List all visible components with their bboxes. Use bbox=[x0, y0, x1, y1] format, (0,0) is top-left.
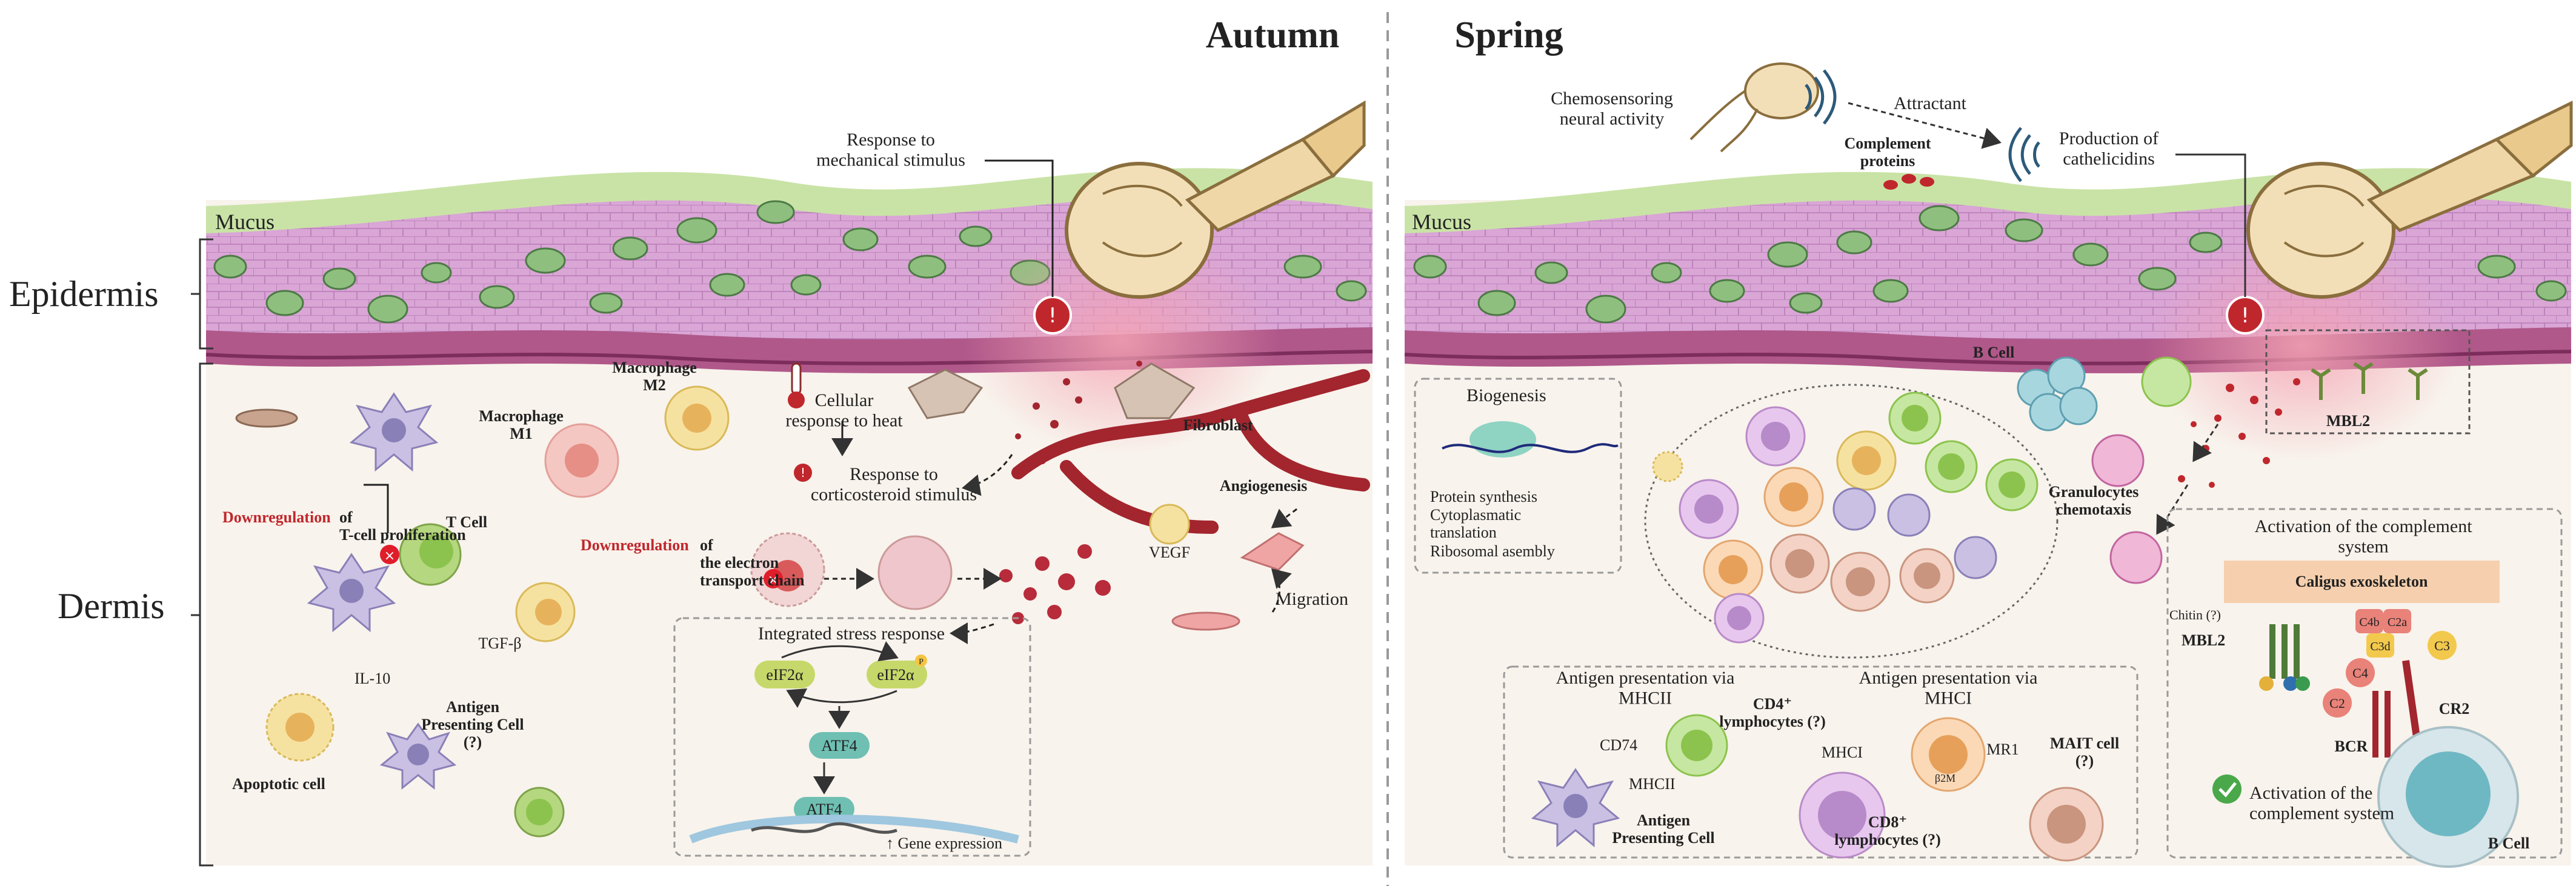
c3d-label: C3d bbox=[2370, 640, 2390, 653]
isr-title: Integrated stress response bbox=[758, 624, 945, 644]
sea-louse-icon bbox=[1065, 100, 1366, 299]
c2-label: C2 bbox=[2329, 696, 2345, 711]
svg-text:!: ! bbox=[1048, 304, 1057, 328]
biogenesis-item-3: Ribosomal asembly bbox=[1430, 542, 1555, 560]
bcell-cluster bbox=[2017, 356, 2192, 584]
etc-downreg-word: Downregulation bbox=[581, 536, 689, 554]
cd4-label: CD4⁺lymphocytes (?) bbox=[1719, 695, 1825, 730]
vegf-label: VEGF bbox=[1149, 544, 1190, 561]
eif2a-label: eIF2α bbox=[766, 666, 804, 684]
x-mark-icon: × × bbox=[380, 545, 783, 588]
mait-label: MAIT cell(?) bbox=[2050, 734, 2119, 770]
tcell-downreg-word: Downregulation bbox=[222, 508, 331, 526]
isr-box bbox=[673, 617, 1031, 857]
sea-louse-icon bbox=[2246, 100, 2573, 299]
mucus-label-autumn: Mucus bbox=[215, 210, 275, 234]
mucus-label-spring: Mucus bbox=[1412, 210, 1471, 234]
thermometer-icon bbox=[788, 362, 805, 408]
biogenesis-title: Biogenesis bbox=[1466, 385, 1546, 405]
eif2a-p-label: eIF2α bbox=[877, 666, 914, 684]
cd8-label: CD8⁺lymphocytes (?) bbox=[1834, 813, 1940, 848]
fibroblast-label: Fibroblast bbox=[1183, 416, 1253, 434]
c4b-label: C4b bbox=[2359, 616, 2379, 629]
lymphoid-cluster bbox=[1644, 384, 2058, 659]
c4-label: C4 bbox=[2352, 665, 2368, 681]
apoptotic-label: Apoptotic cell bbox=[232, 775, 325, 793]
mhcii-label: MHCII bbox=[1629, 775, 1676, 793]
layer-brackets bbox=[191, 238, 213, 867]
alert-icon: ! bbox=[1033, 296, 1072, 335]
bcr-label: BCR bbox=[2335, 738, 2368, 755]
il10-label: IL-10 bbox=[354, 670, 390, 687]
autumn-title: Autumn bbox=[1206, 15, 1340, 56]
tcell-label: T Cell bbox=[446, 513, 487, 531]
cd74-label: CD74 bbox=[1600, 736, 1637, 754]
mr1-label: MR1 bbox=[1986, 741, 2019, 758]
alert-icon: ! bbox=[2226, 296, 2265, 335]
spring-title: Spring bbox=[1454, 15, 1563, 56]
phospho-mark: P bbox=[919, 658, 924, 667]
b2m-label: β2M bbox=[1935, 772, 1955, 784]
c2a-label: C2a bbox=[2388, 616, 2407, 629]
sea-louse-icon bbox=[1689, 62, 1819, 153]
epidermis-label: Epidermis bbox=[9, 274, 159, 314]
check-icon bbox=[2212, 774, 2242, 804]
angiogenesis-label: Angiogenesis bbox=[1220, 477, 1307, 495]
dermis-label: Dermis bbox=[58, 586, 165, 626]
atf4-label-a: ATF4 bbox=[821, 737, 857, 754]
svg-text:×: × bbox=[384, 548, 395, 564]
bcell-bottom-label: B Cell bbox=[2488, 834, 2530, 852]
alert-icon: ! bbox=[794, 464, 812, 482]
antigen-box bbox=[1503, 665, 2138, 862]
bcell-top-label: B Cell bbox=[1973, 344, 2015, 361]
mbl2-label: MBL2 bbox=[2182, 631, 2225, 649]
complement-box bbox=[2166, 508, 2563, 868]
biogenesis-item-1: Protein synthesis bbox=[1430, 488, 1537, 505]
lymphoid-cells bbox=[1679, 391, 2039, 644]
svg-text:×: × bbox=[768, 573, 779, 588]
cr2-label: CR2 bbox=[2439, 700, 2470, 718]
caligus-label: Caligus exoskeleton bbox=[2295, 573, 2428, 590]
gene-expression-label: ↑ Gene expression bbox=[886, 834, 1002, 852]
biogenesis-box bbox=[1414, 378, 1622, 574]
attractant-label: Attractant bbox=[1894, 93, 1967, 113]
svg-text:!: ! bbox=[800, 465, 805, 480]
mhci-label: MHCI bbox=[1822, 744, 1863, 761]
chitin-label: Chitin (?) bbox=[2169, 607, 2221, 622]
sound-wave-icon bbox=[1805, 69, 2040, 182]
svg-text:!: ! bbox=[2241, 304, 2249, 328]
c3-label: C3 bbox=[2434, 638, 2450, 653]
migration-label: Migration bbox=[1276, 589, 1348, 609]
atf4-label-b: ATF4 bbox=[806, 801, 842, 818]
mbl2-top-label: MBL2 bbox=[2326, 412, 2370, 430]
tgf-label: TGF-β bbox=[478, 635, 521, 652]
